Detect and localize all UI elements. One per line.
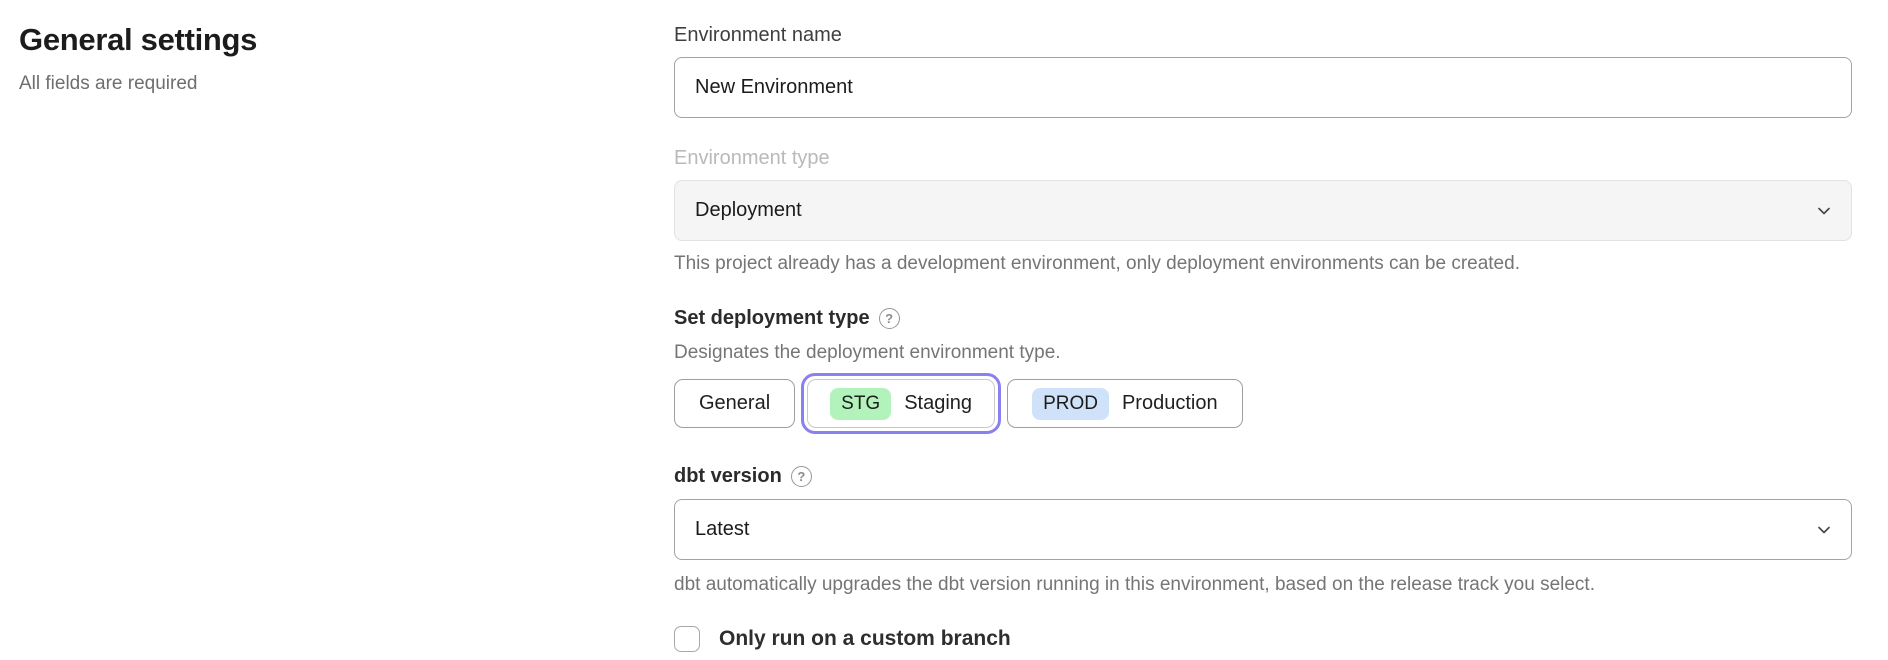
environment-name-label: Environment name — [674, 24, 842, 46]
deployment-type-description: Designates the deployment environment ty… — [674, 342, 1061, 363]
deployment-type-section-head: Set deployment type ? — [674, 305, 1852, 331]
page-subtitle: All fields are required — [19, 73, 198, 94]
dbt-version-select[interactable]: Latest — [674, 499, 1852, 560]
dbt-version-label: dbt version — [674, 465, 782, 487]
chevron-down-icon — [1815, 521, 1833, 539]
dbt-version-value: Latest — [695, 518, 750, 540]
prod-badge: PROD — [1032, 387, 1109, 420]
environment-form: Environment name Environment type Deploy… — [674, 16, 1852, 652]
environment-type-label: Environment type — [674, 147, 830, 169]
deployment-type-general-button[interactable]: General — [674, 379, 796, 428]
custom-branch-row: Only run on a custom branch — [674, 626, 1852, 652]
dbt-version-section-head: dbt version ? — [674, 463, 1852, 489]
deployment-type-staging-button[interactable]: STG Staging — [807, 379, 996, 428]
staging-button-label: Staging — [904, 392, 973, 414]
deployment-type-options: General STG Staging PROD Production — [674, 373, 1852, 434]
settings-intro: General settings All fields are required — [19, 16, 674, 652]
environment-type-select: Deployment — [674, 180, 1852, 241]
page-title: General settings — [19, 22, 258, 57]
question-circle-icon[interactable]: ? — [790, 465, 812, 487]
chevron-down-icon — [1815, 202, 1833, 220]
environment-name-input[interactable] — [674, 57, 1852, 118]
general-button-label: General — [699, 392, 771, 414]
staging-selected-ring: STG Staging — [801, 373, 1002, 434]
custom-branch-checkbox[interactable] — [674, 626, 700, 652]
stg-badge: STG — [830, 387, 892, 420]
dbt-version-help-text: dbt automatically upgrades the dbt versi… — [674, 574, 1595, 595]
deployment-type-production-button[interactable]: PROD Production — [1007, 379, 1243, 428]
production-button-label: Production — [1121, 392, 1218, 414]
question-circle-icon[interactable]: ? — [878, 307, 900, 329]
deployment-type-label: Set deployment type — [674, 307, 870, 329]
custom-branch-label[interactable]: Only run on a custom branch — [719, 627, 1011, 650]
environment-type-value: Deployment — [695, 199, 802, 221]
environment-type-help-text: This project already has a development e… — [674, 253, 1520, 274]
